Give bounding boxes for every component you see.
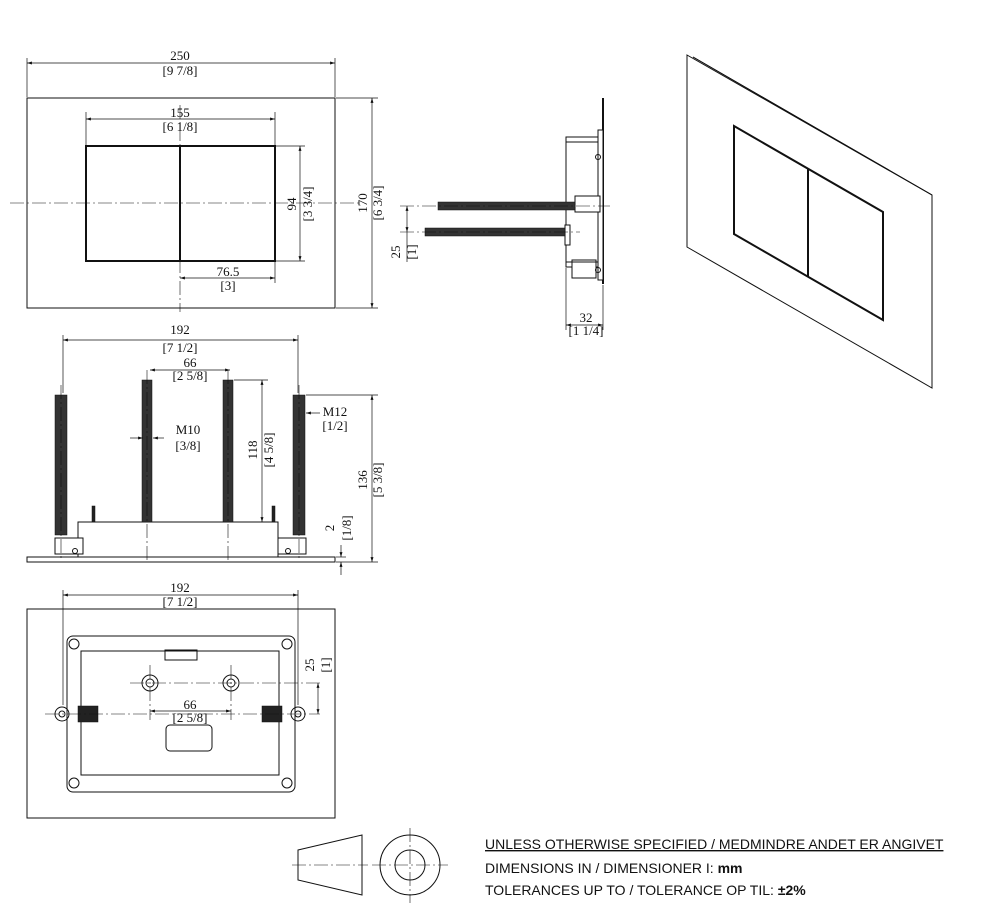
iso-plate [686,54,933,389]
back-inner-span-label: 66 [184,697,198,712]
button-height-label: 94 [284,197,299,211]
offset-label: 76.5 [217,264,240,279]
inner-length-label-in: [4 5/8] [261,432,276,467]
back-view: 192 [7 1/2] 25 [1] 66 [2 5/8] [26,580,336,819]
thread-m12-label: M12 [323,404,348,419]
back-outer-span-label: 192 [170,580,190,595]
outer-length-label: 136 [355,470,370,490]
back-vertical-label: 25 [302,659,317,672]
thread-m10-label-in: [3/8] [175,438,200,453]
width-label-in: [9 7/8] [162,63,197,78]
side-depth-label-in: [1 1/4] [568,323,603,338]
notes-block: UNLESS OTHERWISE SPECIFIED / MEDMINDRE A… [485,836,944,898]
iso-buttons [733,124,884,322]
side-view: 25 [1] 32 [1 1/4] [388,98,610,338]
plate-thickness-label-in: [1/8] [339,515,354,540]
back-inner-span-label-in: [2 5/8] [172,710,207,725]
rods-outer-span-label: 192 [170,322,190,337]
rods-view: 192 [7 1/2] 66 [2 5/8] M10 [3/8] M12 [1/… [26,322,385,575]
note-line-3: TOLERANCES UP TO / TOLERANCE OP TIL: ±2% [485,882,806,898]
height-label: 170 [355,193,370,213]
offset-label-in: [3] [220,278,235,293]
isometric-view [686,54,933,389]
width-label: 250 [170,48,190,63]
outer-length-label-in: [5 3/8] [370,462,385,497]
side-spacing-label: 25 [388,246,403,259]
side-depth-label: 32 [580,310,593,325]
rods-inner-span-label-in: [2 5/8] [172,368,207,383]
button-width-label: 155 [170,105,190,120]
rods-inner-span-label: 66 [184,355,198,370]
height-label-in: [6 3/4] [370,185,385,220]
note-line-2: DIMENSIONS IN / DIMENSIONER I: mm [485,860,743,876]
front-view: 250 [9 7/8] 155 [6 1/8] 94 [3 3/4] 170 [… [10,48,385,312]
inner-length-label: 118 [245,440,260,459]
back-outer-span-label-in: [7 1/2] [162,594,197,609]
button-width-label-in: [6 1/8] [162,119,197,134]
projection-symbol [292,828,448,903]
back-plate [26,608,336,819]
thread-m12-label-in: [1/2] [322,418,347,433]
rods-outer-span-label-in: [7 1/2] [162,340,197,355]
thread-m10-label: M10 [176,422,201,437]
plate-thickness-label: 2 [322,525,337,532]
button-height-label-in: [3 3/4] [300,186,315,221]
back-vertical-label-in: [1] [318,657,333,672]
side-spacing-label-in: [1] [404,244,419,259]
note-line-1: UNLESS OTHERWISE SPECIFIED / MEDMINDRE A… [485,836,944,852]
